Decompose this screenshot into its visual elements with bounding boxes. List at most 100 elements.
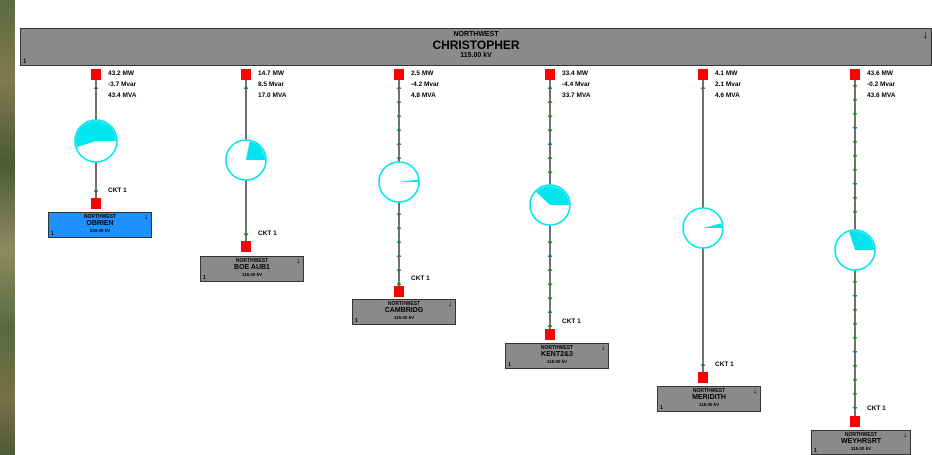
- bus-voltage: 115.00 kV: [393, 315, 415, 320]
- bus-arrow-icon[interactable]: ↓: [601, 343, 605, 352]
- breaker-bottom-5[interactable]: [698, 372, 708, 383]
- bus-area: NORTHWEST: [540, 345, 574, 351]
- flow-arrow-3: [396, 99, 402, 103]
- flow-arrow-6: [852, 407, 858, 411]
- loading-pie-fill-6: [849, 231, 874, 250]
- flow-mva: 33.7 MVA: [562, 92, 591, 99]
- flow-arrow-3: [396, 253, 402, 257]
- bus-number: 1: [508, 362, 511, 368]
- flow-arrow-6: [852, 99, 858, 103]
- breaker-top-5[interactable]: [698, 69, 708, 80]
- flow-arrow-1: [93, 85, 99, 89]
- bus-arrow-icon[interactable]: ↓: [753, 386, 757, 395]
- flow-arrow-5: [700, 362, 706, 366]
- bus-arrow-icon[interactable]: ↓: [144, 212, 148, 221]
- flow-arrow-4: [547, 267, 553, 271]
- circuit-label-3: CKT 1: [411, 275, 430, 282]
- flow-mva: 43.4 MVA: [108, 92, 137, 99]
- flow-arrow-4: [547, 253, 553, 257]
- flow-arrow-6: [852, 323, 858, 327]
- flow-arrow-4: [547, 155, 553, 159]
- flow-mvar: 2.1 Mvar: [715, 81, 742, 88]
- bus-name: KENT2&3: [541, 351, 573, 358]
- flow-arrow-3: [396, 113, 402, 117]
- circuit-label-2: CKT 1: [258, 230, 277, 237]
- flow-arrow-6: [852, 337, 858, 341]
- main-bus-area: NORTHWEST: [453, 31, 499, 38]
- flow-arrow-5: [700, 85, 706, 89]
- breaker-bottom-4[interactable]: [545, 329, 555, 340]
- bus-arrow-icon[interactable]: ↓: [296, 256, 300, 265]
- flow-arrow-4: [547, 127, 553, 131]
- breaker-top-3[interactable]: [394, 69, 404, 80]
- flow-arrow-6: [852, 141, 858, 145]
- breaker-bottom-2[interactable]: [241, 241, 251, 252]
- bus-arrow-icon[interactable]: ↓: [448, 299, 452, 308]
- background-map-strip: [0, 0, 15, 455]
- main-bus-arrow-icon[interactable]: ↓: [922, 29, 929, 41]
- flow-arrow-3: [396, 281, 402, 285]
- flow-mw: 14.7 MW: [258, 70, 285, 77]
- flow-readout-2: 14.7 MW 8.5 Mvar 17.0 MVA: [258, 68, 286, 101]
- circuit-label-4: CKT 1: [562, 318, 581, 325]
- flow-arrow-3: [396, 239, 402, 243]
- flow-arrow-3: [396, 155, 402, 159]
- flow-arrow-3: [396, 267, 402, 271]
- flow-arrow-4: [547, 169, 553, 173]
- bus-area: NORTHWEST: [235, 258, 269, 264]
- breaker-bottom-6[interactable]: [850, 416, 860, 427]
- bus-number: 1: [660, 405, 663, 411]
- breaker-top-2[interactable]: [241, 69, 251, 80]
- flow-arrow-6: [852, 197, 858, 201]
- flow-arrow-6: [852, 281, 858, 285]
- main-bus-christopher[interactable]: NORTHWEST CHRISTOPHER 115.00 kV 1 ↓: [20, 28, 932, 66]
- bus-arrow-icon[interactable]: ↓: [903, 430, 907, 439]
- breaker-top-6[interactable]: [850, 69, 860, 80]
- bus-area: NORTHWEST: [844, 432, 878, 438]
- bus-name: WEYHRSRT: [840, 438, 882, 445]
- flow-mvar: -3.7 Mvar: [108, 81, 137, 88]
- flow-readout-1: 43.2 MW -3.7 Mvar 43.4 MVA: [108, 68, 136, 101]
- main-bus-name: CHRISTOPHER: [432, 38, 520, 52]
- loading-pie-fill-2: [246, 141, 265, 160]
- bus-name: BOE AUB1: [234, 264, 270, 271]
- flow-arrow-6: [852, 393, 858, 397]
- flow-mvar: -4.2 Mvar: [411, 81, 440, 88]
- breaker-bottom-3[interactable]: [394, 286, 404, 297]
- breaker-top-1[interactable]: [91, 69, 101, 80]
- flow-arrow-2: [243, 231, 249, 235]
- flow-mvar: -0.2 Mvar: [867, 81, 896, 88]
- flow-mva: 4.6 MVA: [715, 92, 740, 99]
- flow-arrow-3: [396, 225, 402, 229]
- flow-arrow-6: [852, 85, 858, 89]
- bus-area: NORTHWEST: [692, 388, 726, 394]
- flow-arrow-6: [852, 211, 858, 215]
- loading-pie-fill-1: [76, 121, 116, 148]
- flow-arrow-3: [396, 141, 402, 145]
- flow-mvar: 8.5 Mvar: [258, 81, 285, 88]
- breaker-top-4[interactable]: [545, 69, 555, 80]
- flow-mva: 17.0 MVA: [258, 92, 287, 99]
- flow-mva: 43.6 MVA: [867, 92, 896, 99]
- flow-arrow-3: [396, 211, 402, 215]
- flow-arrow-6: [852, 309, 858, 313]
- flow-arrow-4: [547, 141, 553, 145]
- main-bus-number: 1: [23, 59, 27, 65]
- flow-mw: 43.6 MW: [867, 70, 894, 77]
- flow-arrow-4: [547, 113, 553, 117]
- breaker-bottom-1[interactable]: [91, 198, 101, 209]
- flow-arrow-4: [547, 239, 553, 243]
- flow-mvar: -4.4 Mvar: [562, 81, 591, 88]
- circuit-label-6: CKT 1: [867, 405, 886, 412]
- flow-readout-6: 43.6 MW -0.2 Mvar 43.6 MVA: [867, 68, 895, 101]
- flow-mw: 43.2 MW: [108, 70, 135, 77]
